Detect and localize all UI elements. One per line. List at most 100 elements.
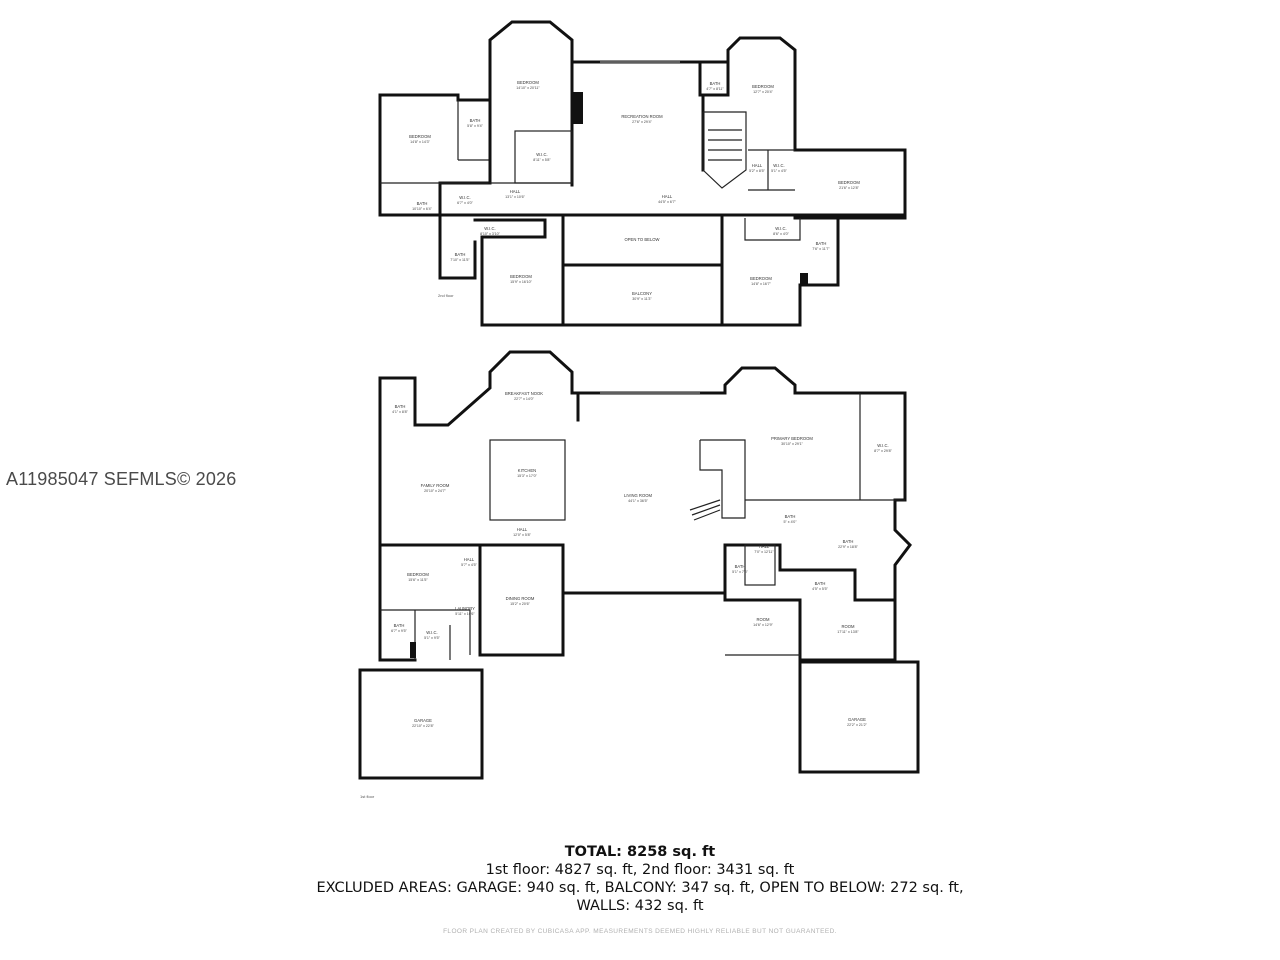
room-label-wic-f: W.I.C.8'7" x 29'8" xyxy=(874,443,892,453)
total-area: TOTAL: 8258 sq. ft xyxy=(564,844,716,860)
room-name: W.I.C. xyxy=(426,630,437,635)
room-name: HALL xyxy=(517,527,528,532)
room-label-open-below: OPEN TO BELOW xyxy=(625,237,660,242)
second-floor-plan xyxy=(378,20,907,327)
fixture-mark xyxy=(800,273,808,285)
wall xyxy=(701,60,730,97)
room-name: W.I.C. xyxy=(877,443,888,448)
room-name: GARAGE xyxy=(414,718,432,723)
room-name: BATH xyxy=(843,539,854,544)
plan-credit: FLOOR PLAN CREATED BY CUBICASA APP. MEAS… xyxy=(443,928,837,935)
room-dimensions: 5'8" x 9'4" xyxy=(467,124,483,128)
room-name: BATH xyxy=(710,81,721,86)
room-dimensions: 8'6" x 4'0" xyxy=(773,232,789,236)
room-dimensions: 4'1" x 8'8" xyxy=(392,410,408,414)
fireplace-mark xyxy=(571,92,583,124)
room-dimensions: 4'5" x 5'5" xyxy=(812,587,828,591)
room-dimensions: 5'2" x 8'5" xyxy=(749,169,765,173)
room-name: DINING ROOM xyxy=(506,596,535,601)
stair xyxy=(702,111,747,189)
room-name: BEDROOM xyxy=(752,84,774,89)
room-name: BALCONY xyxy=(632,291,652,296)
excluded-areas: EXCLUDED AREAS: GARAGE: 940 sq. ft, BALC… xyxy=(316,880,964,896)
room-name: KITCHEN xyxy=(518,468,536,473)
room-dimensions: 20'10" x 24'7" xyxy=(424,489,446,493)
wall xyxy=(744,544,776,586)
room-label-wic-d: W.I.C.8'10" x 3'10" xyxy=(480,226,500,236)
room-dimensions: 7'0" x 12'11" xyxy=(754,550,774,554)
room-name: HALL xyxy=(752,163,763,168)
room-name: W.I.C. xyxy=(773,163,784,168)
stair-treads xyxy=(689,499,721,521)
room-name: W.I.C. xyxy=(536,152,547,157)
room-dimensions: 14'8" x 16'7" xyxy=(751,282,771,286)
floor-label-first: 1st floor xyxy=(360,794,375,799)
room-dimensions: 14'6" x 12'9" xyxy=(753,623,773,627)
room-name: BATH xyxy=(394,623,405,628)
room-name: BEDROOM xyxy=(407,572,429,577)
wall xyxy=(488,20,574,187)
room-dimensions: 14'10" x 20'11" xyxy=(516,86,540,90)
room-dimensions: 15'6" x 11'5" xyxy=(408,578,428,582)
room-label-wic-b: W.I.C.5'1" x 4'5" xyxy=(771,163,787,173)
room-name: LAUNDRY xyxy=(455,606,475,611)
wall xyxy=(744,218,801,241)
room-dimensions: 17'11" x 13'8" xyxy=(837,630,859,634)
room-dimensions: 44'5" x 6'7" xyxy=(658,200,676,204)
area-summary: TOTAL: 8258 sq. ft 1st floor: 4827 sq. f… xyxy=(0,843,1280,915)
room-label-wic-g: W.I.C.5'1" x 9'5" xyxy=(424,630,440,640)
listing-watermark: A11985047 SEFMLS© 2026 xyxy=(6,469,237,489)
room-label-wic-a: W.I.C.8'11" x 5'8" xyxy=(533,152,551,162)
wall xyxy=(478,543,565,657)
room-name: BEDROOM xyxy=(510,274,532,279)
room-name: W.I.C. xyxy=(484,226,495,231)
wall xyxy=(726,36,907,220)
wall xyxy=(723,543,897,662)
room-dimensions: 22'9" x 18'8" xyxy=(838,545,858,549)
room-dimensions: 5'7" x 4'5" xyxy=(461,563,477,567)
room-dimensions: 5'1" x 9'5" xyxy=(424,636,440,640)
room-dimensions: 5'1" x 4'5" xyxy=(771,169,787,173)
room-dimensions: 27'6" x 29'4" xyxy=(632,120,652,124)
room-name: PRIMARY BEDROOM xyxy=(771,436,813,441)
fixture-mark xyxy=(410,642,416,658)
room-dimensions: 22'10" x 22'8" xyxy=(412,724,434,728)
room-dimensions: 12'0" x 5'8" xyxy=(513,533,531,537)
room-name: LIVING ROOM xyxy=(624,493,652,498)
room-name: BEDROOM xyxy=(517,80,539,85)
room-dimensions: 30'10" x 29'1" xyxy=(781,442,803,446)
room-name: RECREATION ROOM xyxy=(621,114,663,119)
room-name: FAMILY ROOM xyxy=(421,483,450,488)
room-name: BATH xyxy=(815,581,826,586)
room-dimensions: 6'7" x 4'0" xyxy=(457,201,473,205)
room-name: HALL xyxy=(464,557,475,562)
wall xyxy=(720,213,840,327)
room-name: GARAGE xyxy=(848,717,866,722)
room-dimensions: 21'6" x 12'8" xyxy=(839,186,859,190)
room-name: BEDROOM xyxy=(409,134,431,139)
room-name: HALL xyxy=(662,194,673,199)
